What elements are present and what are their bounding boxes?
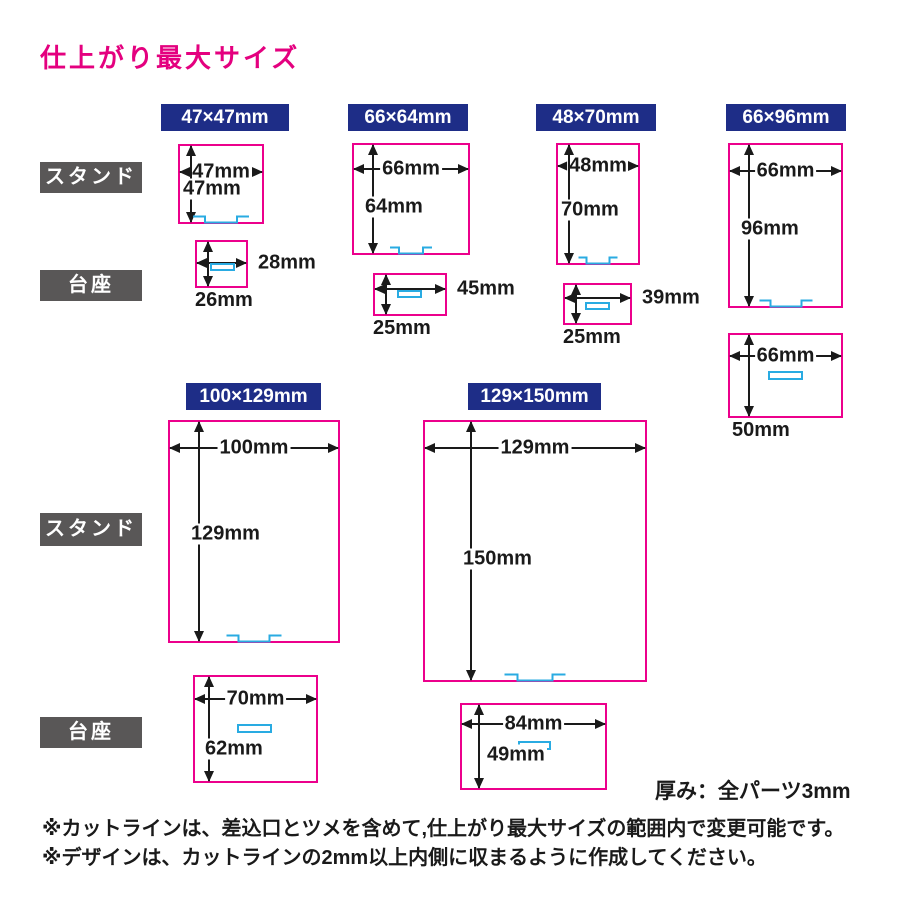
width-arrow: 66mm [353,158,469,180]
height-label: 62mm [203,737,265,760]
note-line-1: ※カットラインは、差込口とツメを含めて,仕上がり最大サイズの範囲内で変更可能です… [42,818,845,840]
width-arrow: 47mm [179,161,263,183]
height-arrow [204,676,214,782]
width-arrow: 129mm [424,437,646,459]
width-label: 28mm [256,251,318,274]
tab-cutline [193,215,249,224]
base-outline-129x150: 84mm 49mm [460,703,607,790]
height-arrow [203,241,213,287]
height-arrow [381,274,391,315]
tab-cutline [578,256,618,265]
tab-cutline [759,299,812,308]
tab-cutline [504,673,566,682]
width-label: 70mm [224,687,287,710]
width-arrow: 48mm [557,155,639,177]
row-label-base-1: 台座 [40,270,142,301]
height-label: 25mm [561,326,623,348]
size-badge-47x47: 47×47mm [161,104,289,131]
width-label: 66mm [754,344,817,367]
height-label: 129mm [189,522,262,545]
size-badge-48x70: 48×70mm [536,104,656,131]
width-label: 66mm [754,159,817,182]
stand-outline-48x70: 48mm 70mm [556,143,640,265]
width-label: 100mm [217,436,291,459]
size-badge-66x64: 66×64mm [348,104,468,131]
height-arrow [571,284,581,324]
height-label: 96mm [739,217,801,240]
slot-cutline [585,302,610,310]
width-arrow: 66mm [729,345,842,367]
width-arrow: 66mm [729,160,842,182]
row-label-stand-2: スタンド [40,513,142,546]
height-label: 26mm [193,289,255,311]
width-arrow: 70mm [194,688,317,710]
width-label: 129mm [498,436,572,459]
tab-cutline [390,246,432,255]
base-outline-47x47: 28mm 26mm [193,240,318,311]
stand-outline-66x64: 66mm 64mm [352,143,470,255]
width-arrow: 84mm [461,713,606,735]
stand-outline-100x129: 100mm 129mm [168,420,340,643]
width-arrow: 100mm [169,437,339,459]
height-label: 70mm [559,198,621,221]
height-label: 25mm [371,317,433,339]
stand-outline-129x150: 129mm 150mm [423,420,647,682]
base-outline-100x129: 70mm 62mm [193,675,318,783]
height-label: 49mm [485,743,547,766]
row-label-stand-1: スタンド [40,162,142,193]
width-arrow: 39mm [564,287,702,309]
stand-outline-66x96: 66mm 96mm [728,143,843,308]
size-badge-129x150: 129×150mm [468,383,601,410]
base-outline-66x96: 66mm 50mm [728,333,843,441]
width-arrow: 45mm [374,278,517,300]
slot-cutline [768,371,803,380]
height-label: 50mm [730,419,792,441]
height-arrow [474,704,484,789]
width-label: 47mm [190,160,252,183]
width-label: 84mm [502,712,565,735]
height-label: 47mm [181,177,243,200]
width-label: 48mm [567,154,629,177]
thickness-note: 厚み：全パーツ3mm [655,780,851,803]
row-label-base-2: 台座 [40,717,142,748]
height-arrow [744,334,754,417]
note-line-2: ※デザインは、カットラインの2mm以上内側に収まるように作成してください。 [42,847,767,869]
slot-cutline [397,290,422,298]
stand-outline-47x47: 47mm 47mm [178,144,264,224]
slot-cutline [237,724,272,733]
base-outline-48x70: 39mm 25mm [561,283,702,348]
tab-cutline [226,634,282,643]
height-label: 150mm [461,547,534,570]
width-label: 39mm [640,286,702,309]
size-badge-66x96: 66×96mm [726,104,846,131]
width-label: 66mm [380,157,442,180]
width-label: 45mm [455,277,517,300]
slot-cutline [210,263,235,271]
height-label: 64mm [363,195,425,218]
page-title: 仕上がり最大サイズ [40,43,301,73]
size-badge-100x129: 100×129mm [186,383,321,410]
base-outline-66x64: 45mm 25mm [371,273,517,339]
